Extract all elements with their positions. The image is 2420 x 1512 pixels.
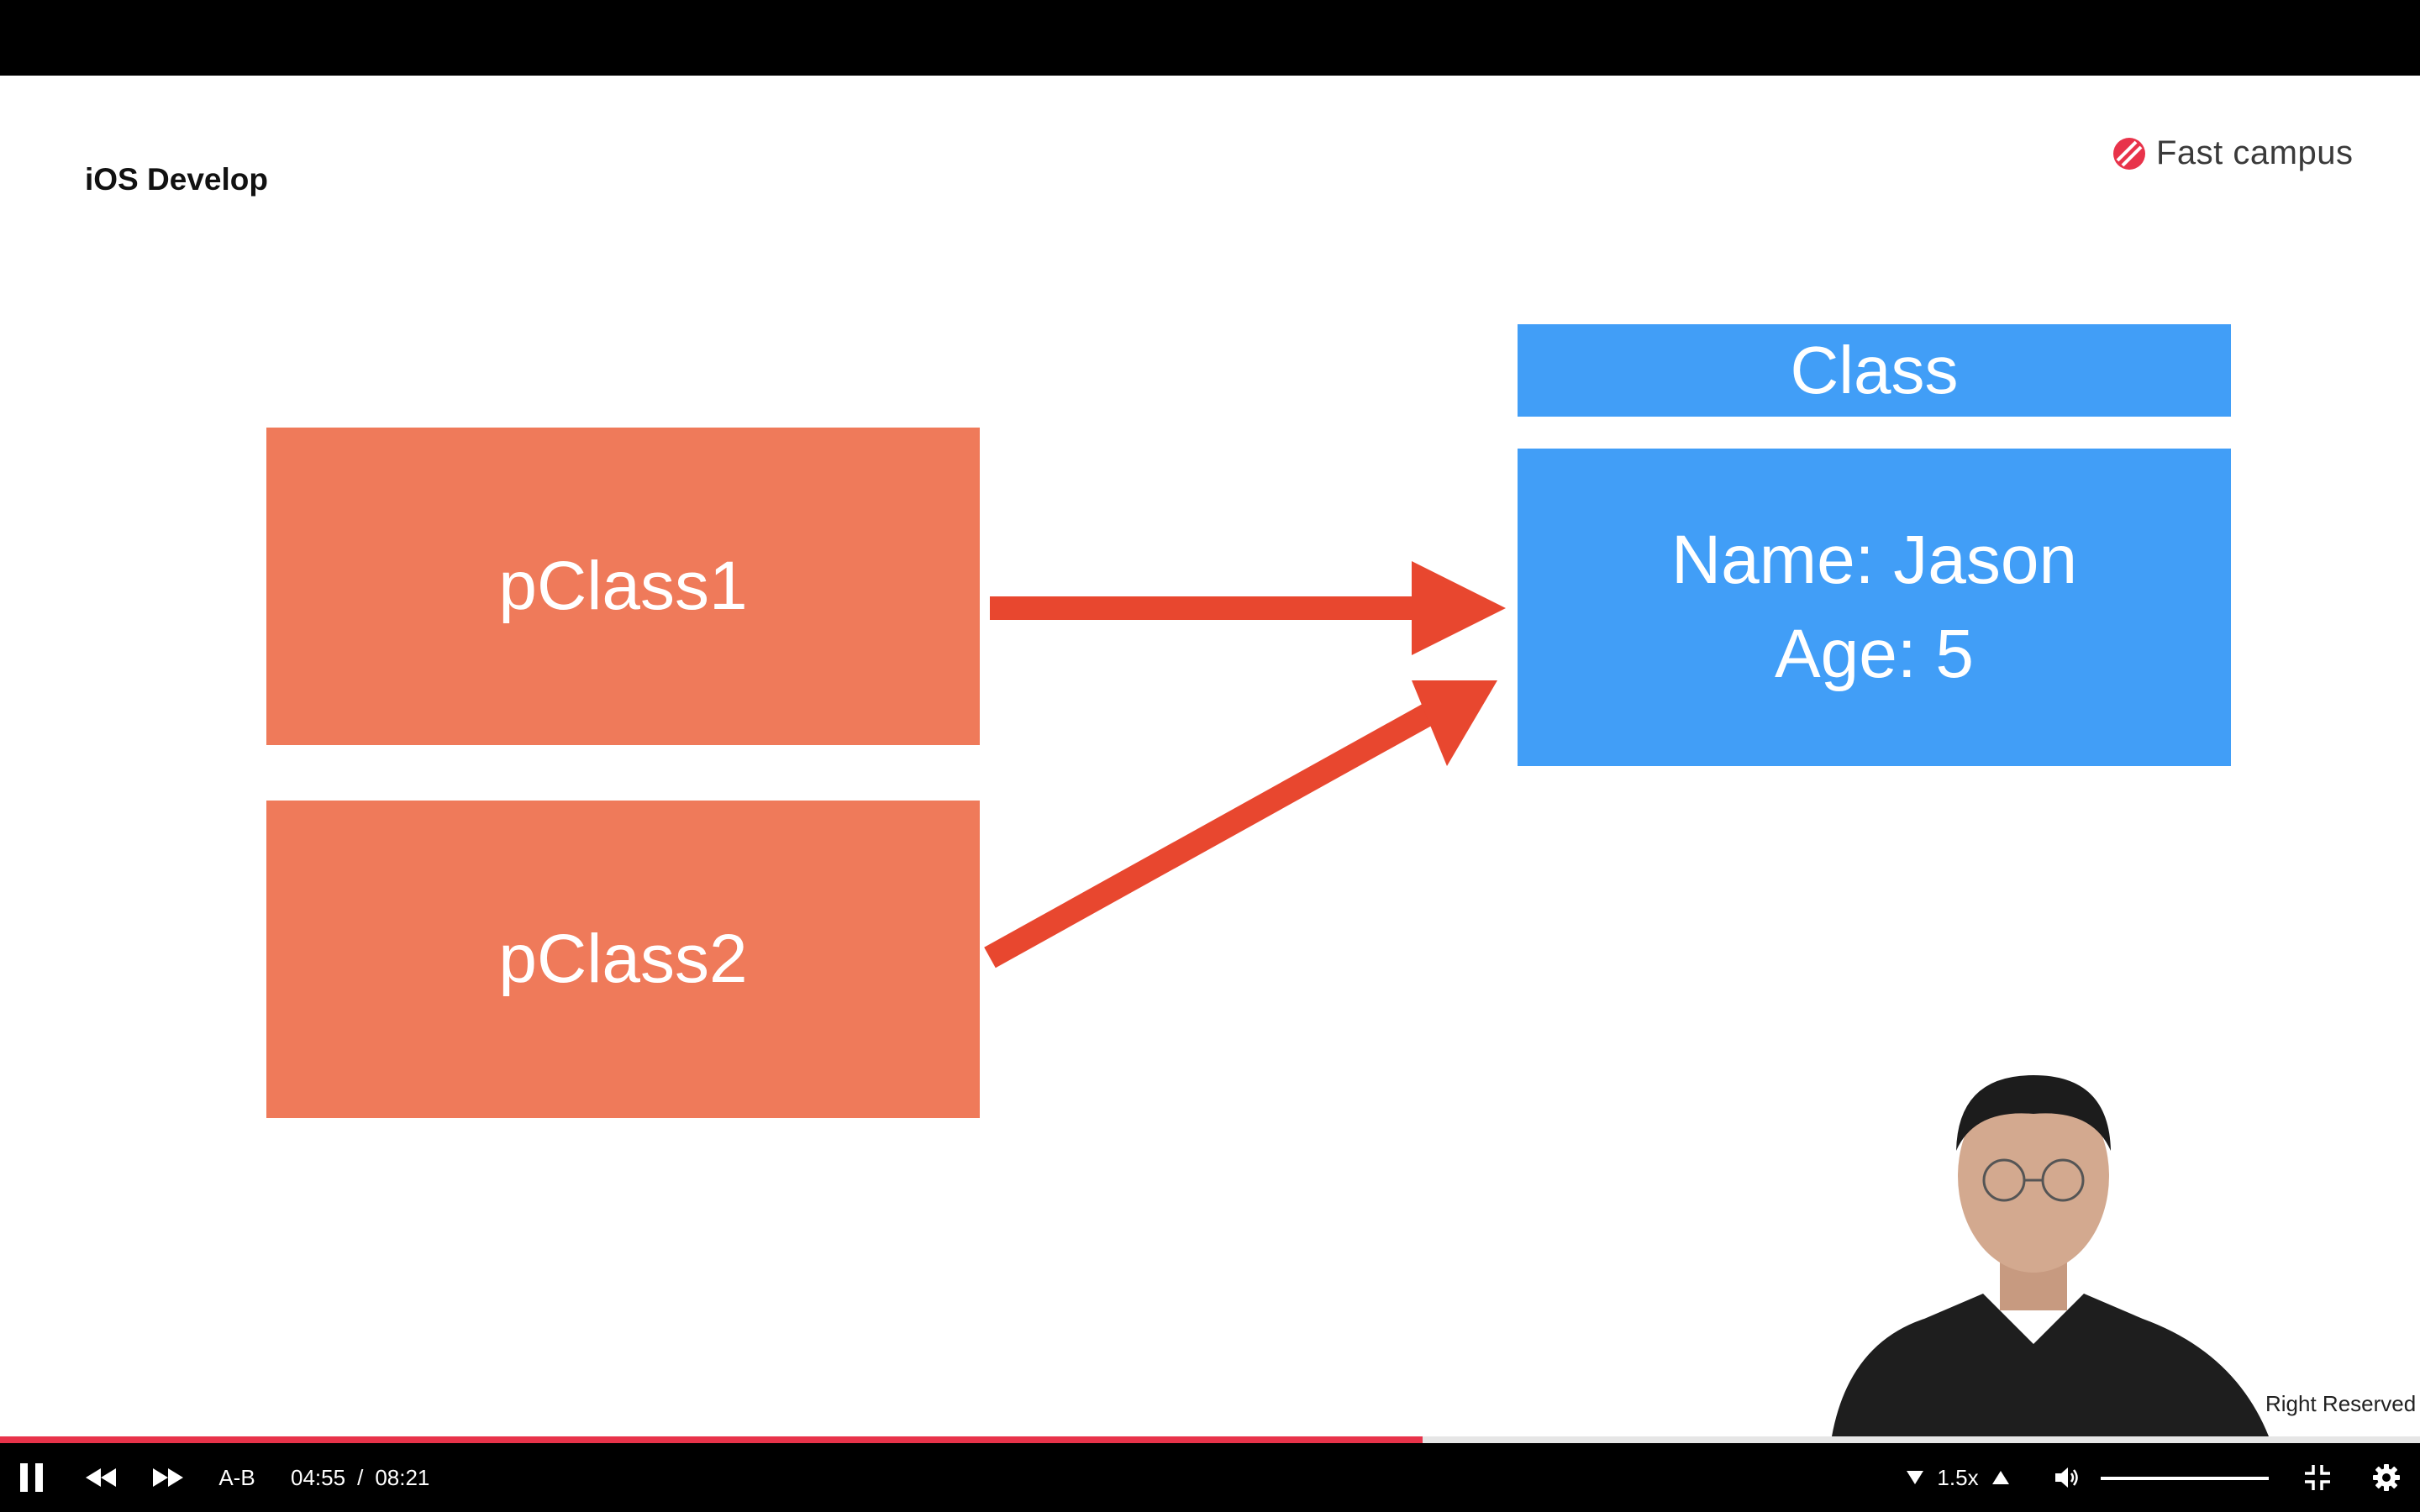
- pause-icon: [18, 1462, 46, 1494]
- video-top-letterbox: [0, 0, 2420, 76]
- play-pause-button[interactable]: [13, 1443, 50, 1512]
- speed-up-button[interactable]: [1988, 1443, 2013, 1512]
- triangle-up-icon: [1991, 1469, 2010, 1486]
- rewind-icon: [84, 1467, 118, 1488]
- speaker-icon: [2054, 1465, 2081, 1490]
- arrow-pclass2-to-class: [990, 680, 1497, 958]
- rewind-button[interactable]: [82, 1443, 119, 1512]
- player-controls: A-B 04:55 / 08:21 1.5x: [0, 1443, 2420, 1512]
- current-time: 04:55: [291, 1465, 345, 1491]
- seek-bar-played: [0, 1436, 1423, 1443]
- playback-rate: 1.5x: [1934, 1443, 1981, 1512]
- ab-repeat-button[interactable]: A-B: [212, 1443, 262, 1512]
- speed-down-button[interactable]: [1902, 1443, 1928, 1512]
- time-display: 04:55 / 08:21: [291, 1443, 442, 1512]
- volume-slider[interactable]: [2101, 1477, 2269, 1480]
- time-separator: /: [357, 1465, 363, 1491]
- triangle-down-icon: [1906, 1469, 1924, 1486]
- video-frame[interactable]: iOS Develop Fast campus pClass1 pClass2 …: [0, 76, 2420, 1436]
- copyright-notice: Right Reserved: [2265, 1391, 2416, 1417]
- volume-level: [2101, 1477, 2269, 1480]
- presenter-video: [1815, 1042, 2286, 1436]
- exit-fullscreen-icon: [2303, 1463, 2332, 1492]
- fast-forward-button[interactable]: [150, 1443, 187, 1512]
- gear-icon: [2372, 1463, 2401, 1492]
- fast-forward-icon: [151, 1467, 185, 1488]
- seek-bar[interactable]: [0, 1436, 2420, 1443]
- arrow-pclass1-to-class: [990, 561, 1506, 655]
- total-time: 08:21: [375, 1465, 429, 1491]
- settings-button[interactable]: [2370, 1443, 2403, 1512]
- mute-button[interactable]: [2050, 1443, 2084, 1512]
- exit-fullscreen-button[interactable]: [2301, 1443, 2334, 1512]
